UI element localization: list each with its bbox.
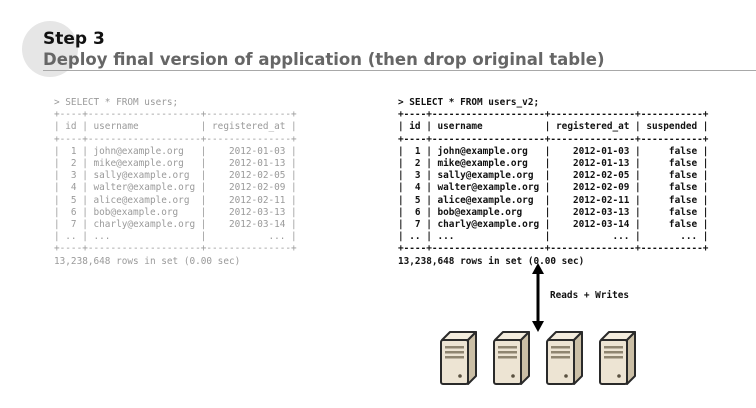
old-users-query-result: > SELECT * FROM users;+----+------------… (54, 97, 297, 268)
header-divider (43, 70, 756, 71)
table-row: | 4 | walter@example.org | 2012-02-09 | (54, 182, 297, 194)
table-row: | .. | ... | ... | ... | (398, 231, 709, 243)
table-row: | 3 | sally@example.org | 2012-02-05 | (54, 170, 297, 182)
step-description: Deploy final version of application (the… (43, 50, 605, 69)
table-row: | 6 | bob@example.org | 2012-03-13 | (54, 206, 297, 218)
old-table-header-row: | id | username | registered_at | (54, 121, 297, 133)
new-users-v2-query-result: > SELECT * FROM users_v2;+----+---------… (398, 97, 708, 268)
table-row: | 7 | charly@example.org | 2012-03-14 | (54, 219, 297, 231)
old-table-border-bottom: +----+--------------------+-------------… (54, 243, 297, 255)
new-table-border-mid: +----+--------------------+-------------… (398, 133, 709, 145)
table-row: | 3 | sally@example.org | 2012-02-05 | f… (398, 170, 709, 182)
new-query-prompt: > SELECT * FROM users_v2; (398, 97, 540, 108)
old-query-prompt: > SELECT * FROM users; (54, 97, 179, 108)
new-table-rows-footer: 13,238,648 rows in set (0.00 sec) (398, 255, 585, 267)
new-table-border-bottom: +----+--------------------+-------------… (398, 243, 709, 255)
table-row: | 6 | bob@example.org | 2012-03-13 | fal… (398, 206, 709, 218)
step-label: Step 3 (43, 29, 105, 49)
old-table-border-mid: +----+--------------------+-------------… (54, 133, 297, 145)
table-row: | 2 | mike@example.org | 2012-01-13 | (54, 158, 297, 170)
table-row: | 1 | john@example.org | 2012-01-03 | (54, 145, 297, 157)
table-row: | 5 | alice@example.org | 2012-02-11 | f… (398, 194, 709, 206)
table-row: | 5 | alice@example.org | 2012-02-11 | (54, 194, 297, 206)
read-write-arrow (532, 263, 544, 332)
table-row: | 2 | mike@example.org | 2012-01-13 | fa… (398, 158, 709, 170)
old-table-rows-footer: 13,238,648 rows in set (0.00 sec) (54, 255, 241, 267)
server-icon (436, 330, 480, 391)
table-row: | .. | ... | ... | (54, 231, 297, 243)
new-table-header-row: | id | username | registered_at | suspen… (398, 121, 709, 133)
reads-writes-label: Reads + Writes (550, 290, 630, 301)
old-table-border-top: +----+--------------------+-------------… (54, 109, 297, 121)
server-icon (489, 330, 533, 391)
server-icon (595, 330, 639, 391)
table-row: | 1 | john@example.org | 2012-01-03 | fa… (398, 145, 709, 157)
table-row: | 7 | charly@example.org | 2012-03-14 | … (398, 219, 709, 231)
step-circle-decoration (22, 21, 78, 77)
server-icon (542, 330, 586, 391)
table-row: | 4 | walter@example.org | 2012-02-09 | … (398, 182, 709, 194)
new-table-border-top: +----+--------------------+-------------… (398, 109, 709, 121)
